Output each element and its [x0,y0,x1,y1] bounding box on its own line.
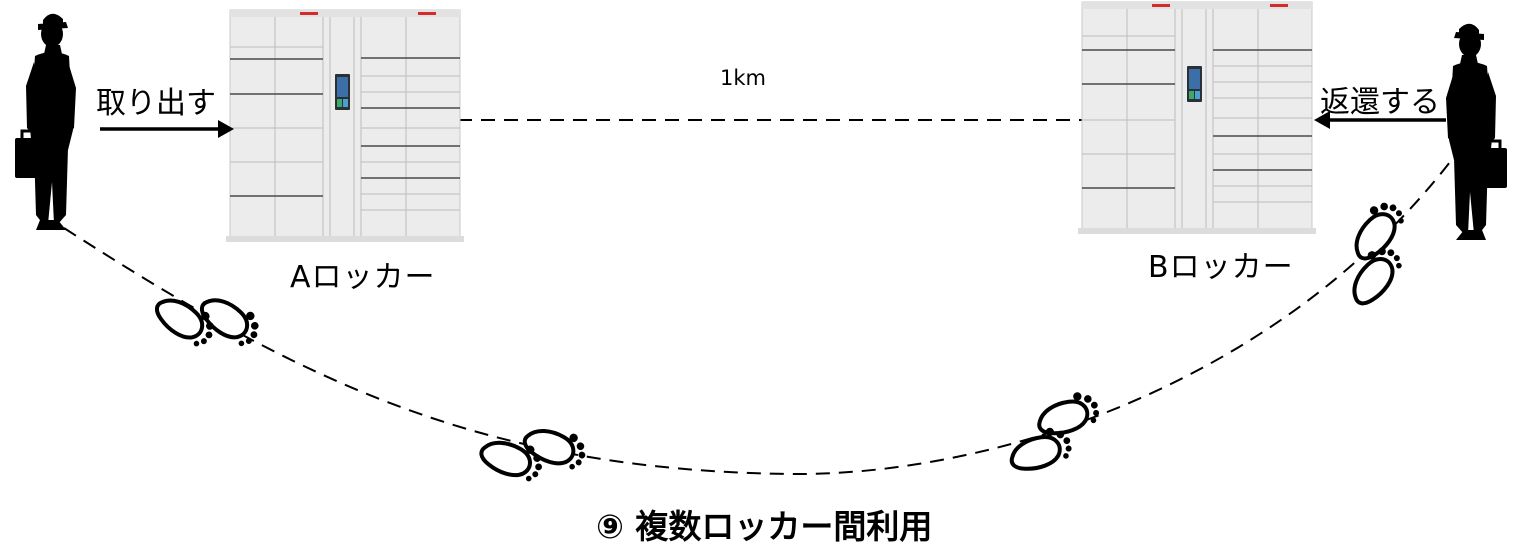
distance-label: 1km [720,66,766,90]
locker-a-image [225,9,465,243]
footprints-icon-4 [1322,195,1428,311]
diagram-title: ⑨ 複数ロッカー間利用 [596,507,933,546]
person-right-icon [1444,22,1509,242]
locker-b-label: Bロッカー [1148,250,1294,285]
return-label: 返還する [1320,85,1440,120]
walking-path [63,161,1451,476]
locker-a-label: Aロッカー [290,260,436,295]
locker-b-image [1077,1,1317,235]
footprints-icon-3 [997,387,1111,477]
person-left-icon [13,12,78,232]
footprints-icon-1 [150,268,266,371]
arrow-right-icon [100,120,234,138]
take-out-label: 取り出す [96,86,216,121]
footprints-icon-2 [477,409,590,495]
arrow-left-icon [1314,111,1446,129]
